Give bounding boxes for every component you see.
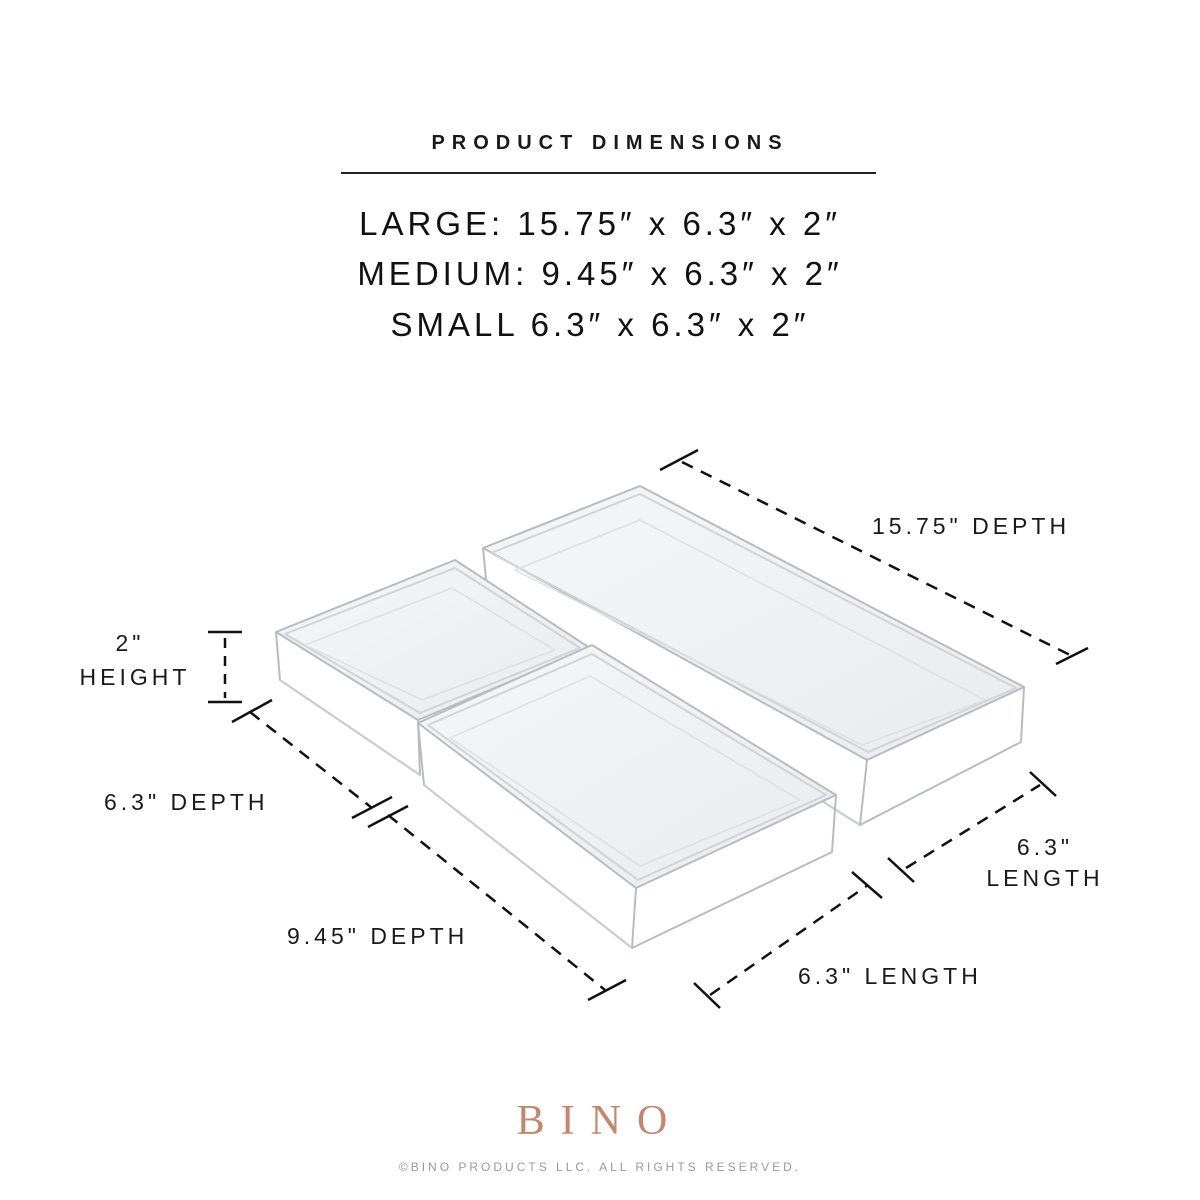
brand-logo: BINO <box>516 1098 684 1144</box>
small-depth-label: 6.3" DEPTH <box>104 789 269 815</box>
medium-length-label: 6.3" LENGTH <box>798 963 982 989</box>
spec-small-value: 6.3″ x 6.3″ x 2″ <box>530 306 810 343</box>
title-divider <box>341 172 876 174</box>
dimension-lines <box>208 448 1089 1009</box>
height-label: HEIGHT <box>79 664 191 690</box>
large-depth-label: 15.75" DEPTH <box>872 513 1071 539</box>
spec-medium: MEDIUM: 9.45″ x 6.3″ x 2″ <box>0 255 1200 293</box>
copyright-text: ©BINO PRODUCTS LLC. ALL RIGHTS RESERVED. <box>398 1160 802 1174</box>
spec-small: SMALL 6.3″ x 6.3″ x 2″ <box>0 306 1200 344</box>
height-value-label: 2" <box>115 630 145 656</box>
spec-large-label: LARGE: <box>359 205 505 242</box>
large-length-value-label: 6.3" <box>1016 834 1074 860</box>
large-length-label: LENGTH <box>986 865 1104 891</box>
medium-depth-label: 9.45" DEPTH <box>287 923 469 949</box>
spec-medium-value: 9.45″ x 6.3″ x 2″ <box>541 255 843 292</box>
page-title: PRODUCT DIMENSIONS <box>431 132 789 154</box>
spec-large-value: 15.75″ x 6.3″ x 2″ <box>517 205 841 242</box>
spec-medium-label: MEDIUM: <box>357 255 529 292</box>
spec-small-label: SMALL <box>390 306 518 343</box>
medium-tray <box>417 644 837 949</box>
spec-large: LARGE: 15.75″ x 6.3″ x 2″ <box>0 205 1200 243</box>
